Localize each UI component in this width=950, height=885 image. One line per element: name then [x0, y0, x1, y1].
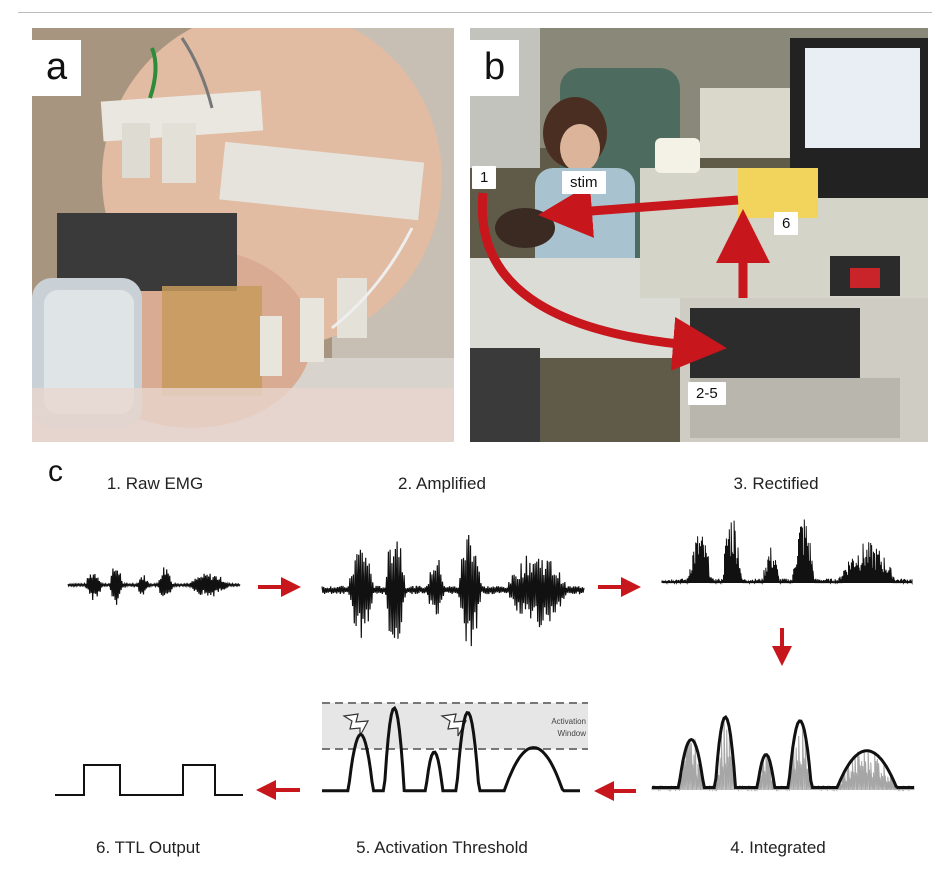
arrow-1-to-2-5 — [477, 192, 727, 371]
step-1-label: 1. Raw EMG — [106, 474, 204, 493]
infant-photo-illustration — [32, 28, 454, 442]
integrated-envelope — [652, 715, 914, 789]
raw-emg-signal — [67, 567, 241, 605]
step-5-label: 5. Activation Threshold — [356, 838, 528, 857]
amplified-trace — [321, 534, 585, 647]
callout-stim: stim — [562, 171, 606, 194]
integrated-signal — [651, 715, 915, 792]
top-divider — [18, 12, 932, 13]
panel-c-letter: c — [48, 455, 63, 488]
callout-1: 1 — [472, 166, 497, 189]
rectified-trace — [661, 519, 913, 585]
ttl-output-signal — [55, 764, 243, 796]
photo-infant-electrodes: a — [32, 28, 454, 442]
activation-window-label-2: Window — [558, 729, 587, 738]
arrow-6-to-stim — [538, 184, 739, 238]
step-3-label: 3. Rectified — [733, 474, 819, 493]
threshold-signal — [322, 705, 580, 793]
panel-a-letter: a — [32, 40, 82, 96]
lightning-bolt-icon — [440, 713, 468, 737]
step-6-label: 6. TTL Output — [96, 838, 200, 857]
step-4-label: 4. Integrated — [730, 838, 826, 857]
amplified-signal — [321, 534, 585, 647]
signal-flow-arrows — [477, 184, 770, 371]
raw-emg-trace — [67, 567, 241, 605]
threshold-envelope — [322, 705, 580, 793]
photo-clinical-setup: b 1 stim 6 2-5 — [470, 28, 928, 442]
rectified-signal — [661, 519, 913, 585]
step-2-label: 2. Amplified — [398, 474, 486, 493]
callout-2-5: 2-5 — [688, 382, 726, 405]
activation-window-label-1: Activation — [551, 717, 586, 726]
callout-6: 6 — [774, 212, 799, 235]
panel-b-letter: b — [470, 40, 520, 96]
